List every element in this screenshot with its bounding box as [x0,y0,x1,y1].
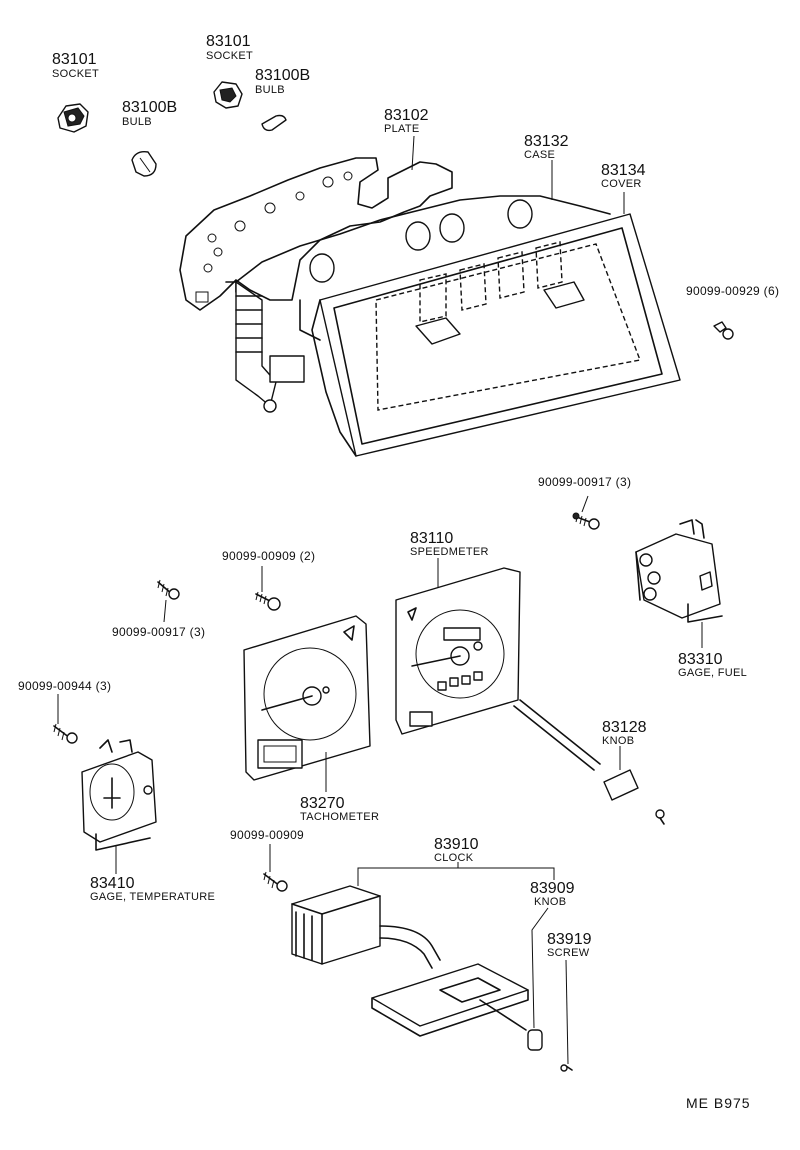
part-name: CLOCK [434,852,474,864]
screw-drawing-00909 [263,871,288,892]
tachometer-drawing [243,615,371,781]
part-number: 83102 [384,107,429,124]
part-name: KNOB [602,735,634,747]
part-number: 83101 [52,51,97,68]
diagram-code: ME B975 [686,1095,751,1111]
part-number: 83132 [524,133,569,150]
part-label-p18: 83910 CLOCK [434,836,479,864]
part-label-p19: 83410 GAGE, TEMPERATURE [90,875,215,903]
screw-drawing-00917-left [157,579,180,600]
leader-lines [57,135,703,1065]
part-number: 90099-00909 [230,828,304,842]
part-number: 83919 [547,931,592,948]
part-label-p5: 83102 PLATE [384,107,429,135]
part-number: 83410 [90,875,135,892]
socket-drawing-2 [213,81,243,109]
part-number: 90099-00929 (6) [686,284,779,298]
socket-drawing [57,103,89,133]
part-number: 90099-00944 (3) [18,679,111,693]
part-name: KNOB [534,896,566,908]
part-label-p8: 90099-00929 (6) [686,284,779,298]
part-label-p7: 83134 COVER [601,162,646,190]
part-number: 90099-00917 (3) [112,625,205,639]
part-label-p2: 83100B BULB [122,99,177,128]
clock-screw-drawing [560,1064,573,1072]
part-label-p11: 90099-00909 (2) [222,549,315,563]
part-label-p4: 83100B BULB [255,67,310,96]
part-name: PLATE [384,123,420,135]
part-name: CASE [524,149,555,161]
part-name: GAGE, TEMPERATURE [90,891,215,903]
part-name: SCREW [547,947,590,959]
screw-drawing-knob [655,809,665,825]
part-name: TACHOMETER [300,811,379,823]
part-label-p15: 83128 KNOB [602,719,647,747]
part-number: 83909 [530,880,575,897]
part-name: GAGE, FUEL [678,667,747,679]
part-number: 83100B [122,99,177,116]
part-label-p21: 83919 SCREW [547,931,592,959]
clock-knob-drawing [527,1029,543,1051]
part-label-p1: 83101 SOCKET [52,51,99,80]
case-drawing [235,195,611,413]
part-number: 83128 [602,719,647,736]
bulb-drawing-2 [261,114,287,132]
part-name: SOCKET [206,50,253,62]
part-label-p13: 83310 GAGE, FUEL [678,651,747,679]
fuel-gauge-drawing [635,519,723,623]
part-name: BULB [122,116,152,128]
part-number: 90099-00917 (3) [538,475,631,489]
part-label-p20: 83909 KNOB [530,880,575,908]
part-name: COVER [601,178,642,190]
part-number: 83101 [206,33,251,50]
clock-drawing [291,885,529,1037]
part-label-p16: 83270 TACHOMETER [300,795,379,823]
part-label-p6: 83132 CASE [524,133,569,161]
screw-drawing-00909-2 [255,591,281,611]
temperature-gauge-drawing [81,739,157,851]
part-label-p9: 90099-00917 (3) [538,475,631,489]
part-label-p3: 83101 SOCKET [206,33,253,62]
part-label-p14: 90099-00944 (3) [18,679,111,693]
part-name: SPEEDMETER [410,546,489,558]
part-label-p17: 90099-00909 [230,828,304,842]
cover-drawing [311,213,681,457]
part-name: BULB [255,84,285,96]
part-number: 83310 [678,651,723,668]
part-number: 83270 [300,795,345,812]
part-number: 83110 [410,530,453,547]
part-name: SOCKET [52,68,99,80]
bulb-drawing [131,150,157,177]
part-label-p10: 83110 SPEEDMETER [410,530,489,558]
part-number: 83910 [434,836,479,853]
part-number: 90099-00909 (2) [222,549,315,563]
screw-drawing-00929 [713,321,734,340]
screw-drawing-00944 [53,723,78,744]
screw-drawing-00917-right [572,512,600,530]
plate-drawing [179,157,453,311]
speedmeter-drawing [395,567,601,771]
part-number: 83100B [255,67,310,84]
part-label-p12: 90099-00917 (3) [112,625,205,639]
part-number: 83134 [601,162,646,179]
knob-drawing [603,769,639,801]
